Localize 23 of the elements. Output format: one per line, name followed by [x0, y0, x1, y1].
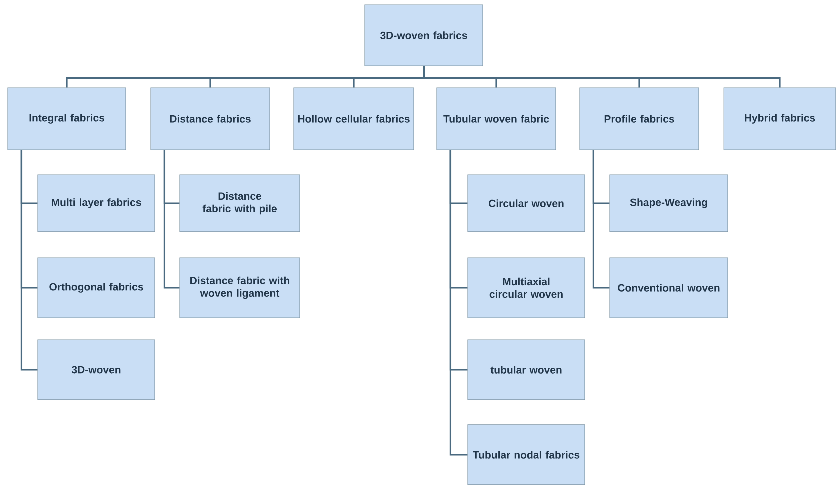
connector-line [164, 150, 180, 289]
category-box: 3D-woven fabrics [364, 4, 484, 66]
category-box: Tubular woven fabric [436, 88, 556, 150]
category-box: Tubular nodal fabrics [468, 424, 586, 486]
category-box: Orthogonal fabrics [38, 258, 156, 318]
category-box: tubular woven [468, 340, 586, 400]
connector-line [423, 66, 781, 88]
category-box: Multiaxial circular woven [468, 258, 586, 318]
category-box: Shape-Weaving [610, 174, 728, 232]
connector-line [450, 150, 468, 456]
connector-line [592, 150, 610, 289]
category-box: Integral fabrics [8, 88, 126, 150]
category-box: 3D-woven [38, 340, 156, 400]
category-box: Circular woven [468, 174, 586, 232]
category-box: Distance fabric with woven ligament [180, 258, 300, 318]
category-box: Hollow cellular fabrics [294, 88, 414, 150]
category-box: Multi layer fabrics [38, 174, 156, 232]
connector-line [20, 150, 38, 371]
category-box: Distance fabric with pile [180, 174, 300, 232]
category-box: Profile fabrics [580, 88, 700, 150]
category-box: Hybrid fabrics [724, 88, 836, 150]
category-box: Conventional woven [610, 258, 728, 318]
category-box: Distance fabrics [150, 88, 270, 150]
